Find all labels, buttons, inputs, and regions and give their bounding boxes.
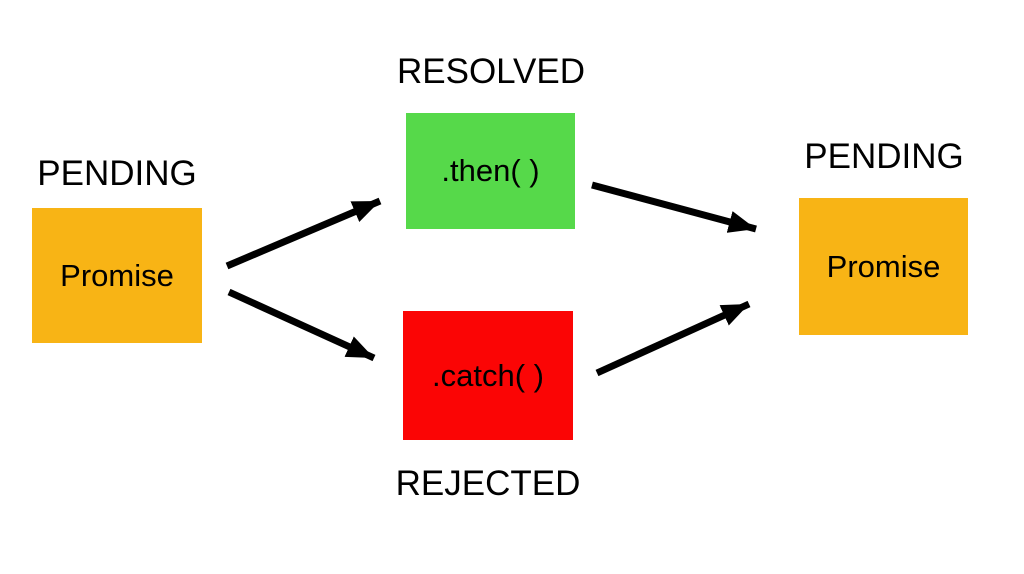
arrow-pending_left-to-resolved <box>225 197 382 270</box>
pending-right-label: PENDING <box>804 137 964 176</box>
then-resolved-box: .then( ) <box>406 113 575 229</box>
arrow-pending_left-to-rejected <box>227 288 376 362</box>
promise-pending-right-box: Promise <box>799 198 968 335</box>
promise-pending-left-box: Promise <box>32 208 202 343</box>
arrow-rejected-to-pending_right <box>595 300 751 377</box>
arrow-resolved-to-pending_right <box>591 181 757 233</box>
then-box-text: .then( ) <box>441 153 540 188</box>
resolved-label: RESOLVED <box>396 52 586 91</box>
promise-right-box-text: Promise <box>826 248 941 284</box>
catch-box-text: .catch( ) <box>432 357 544 393</box>
promise-left-box-text: Promise <box>60 257 174 293</box>
rejected-label: REJECTED <box>395 464 581 503</box>
pending-left-label: PENDING <box>37 154 197 193</box>
catch-rejected-box: .catch( ) <box>403 311 573 440</box>
